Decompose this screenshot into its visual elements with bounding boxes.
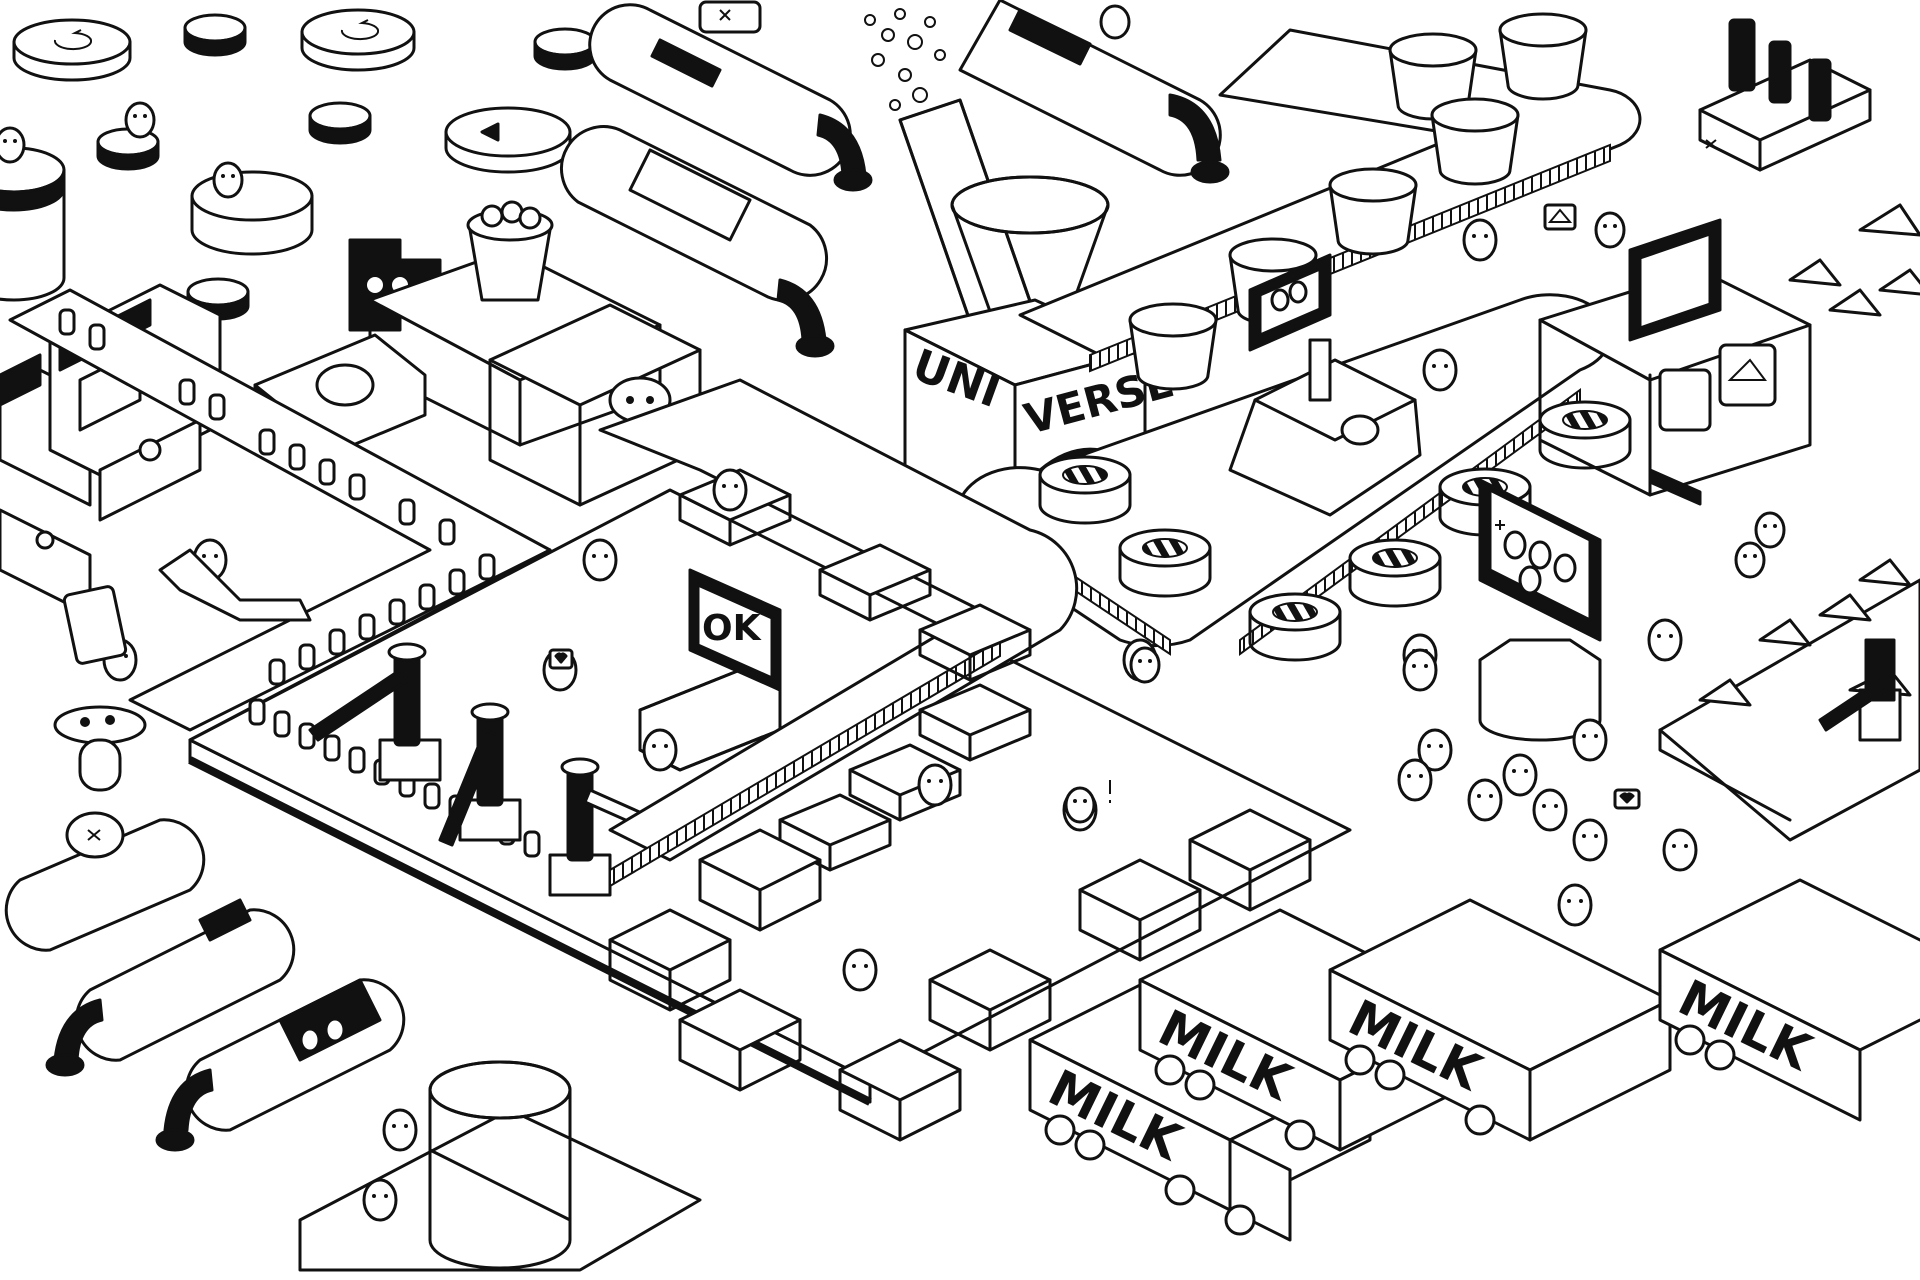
puck-rotate-1[interactable]	[12, 18, 132, 82]
egg-character[interactable]	[382, 1108, 418, 1152]
empty-boxes	[678, 468, 1032, 872]
egg-character[interactable]	[1462, 218, 1498, 262]
left-cylinder[interactable]	[0, 146, 66, 302]
bubble-particles	[864, 8, 946, 111]
robot-arm-2[interactable]	[438, 702, 522, 847]
bubble-funnel[interactable]	[950, 175, 1110, 347]
egg-press-machine[interactable]	[1228, 253, 1422, 517]
crate[interactable]	[838, 1038, 962, 1142]
milk-truck-4[interactable]: MILK	[1658, 878, 1920, 1122]
puck-small-2[interactable]	[533, 27, 597, 71]
egg-character[interactable]	[0, 126, 26, 164]
egg-character[interactable]	[1502, 753, 1538, 797]
crate[interactable]	[928, 948, 1052, 1052]
crate[interactable]	[1188, 808, 1312, 912]
egg-tank-machine[interactable]	[560, 125, 835, 358]
cup[interactable]	[1430, 97, 1520, 186]
circle-arrow-icon	[340, 19, 379, 40]
bottom-tank-3[interactable]	[155, 978, 406, 1152]
heart-icon	[548, 648, 574, 670]
egg-character[interactable]	[1129, 646, 1161, 684]
ok-sign-label: OK	[702, 608, 762, 649]
egg-character[interactable]	[1422, 348, 1458, 392]
cheese-wheel[interactable]	[1248, 592, 1342, 662]
egg-character[interactable]	[1402, 648, 1438, 692]
bottle-row[interactable]	[58, 308, 456, 546]
x-mark-icon	[87, 829, 101, 841]
crate[interactable]	[678, 988, 802, 1092]
egg-character[interactable]	[1662, 828, 1698, 872]
egg-character[interactable]	[1734, 541, 1766, 579]
milk-truck-3[interactable]: MILK	[1328, 898, 1672, 1142]
crate[interactable]	[1078, 858, 1202, 962]
egg-character[interactable]	[362, 1178, 398, 1222]
popcorn-bucket[interactable]	[466, 200, 554, 302]
bottom-tank-2[interactable]	[45, 898, 296, 1077]
circle-arrow-icon	[53, 29, 92, 50]
device-card	[62, 585, 128, 665]
egg-character[interactable]	[1594, 211, 1626, 249]
egg-character[interactable]	[124, 101, 156, 139]
top-tank-machine-2[interactable]	[958, 0, 1230, 184]
x-mark-icon	[1705, 139, 1717, 149]
bottom-tank-1[interactable]	[4, 811, 206, 952]
egg-character[interactable]	[642, 728, 678, 772]
character-props	[53, 203, 1641, 810]
egg-character[interactable]	[1467, 778, 1503, 822]
box[interactable]	[918, 683, 1032, 762]
paper-scroll	[158, 548, 312, 622]
puck-play[interactable]	[444, 106, 572, 174]
egg-character[interactable]	[1572, 718, 1608, 762]
cheese-wheel[interactable]	[1348, 538, 1442, 608]
puck-rotate-2[interactable]	[300, 8, 416, 72]
box[interactable]	[918, 603, 1032, 682]
puck-small-1[interactable]	[183, 13, 247, 57]
egg-character[interactable]	[1064, 786, 1096, 824]
crate[interactable]	[698, 828, 822, 932]
control-panel-topright[interactable]	[1698, 18, 1872, 172]
egg-character[interactable]	[1532, 788, 1568, 832]
cheese-wheel[interactable]	[1538, 400, 1632, 470]
top-tank-machine-1[interactable]	[588, 0, 873, 192]
cheese-control-machine[interactable]	[1538, 218, 1812, 506]
box[interactable]	[848, 743, 962, 822]
milk-silo[interactable]	[298, 1060, 702, 1272]
crate[interactable]	[608, 908, 732, 1012]
cup[interactable]	[1498, 12, 1588, 101]
x-mark-icon	[719, 9, 731, 21]
sparkle-icon	[1495, 520, 1505, 530]
puck-small-3[interactable]	[308, 101, 372, 145]
cup[interactable]	[1328, 167, 1418, 256]
bottle-crates	[608, 808, 1312, 1142]
mushroom-hat	[53, 705, 147, 792]
egg-character[interactable]	[712, 468, 748, 512]
egg-character[interactable]	[1417, 728, 1453, 772]
egg-billboard-right[interactable]	[1478, 478, 1602, 742]
egg-character[interactable]	[1754, 511, 1786, 549]
heart-icon	[1613, 788, 1641, 810]
cup[interactable]	[1128, 302, 1218, 391]
cheese-wheels	[1038, 400, 1632, 662]
egg-character[interactable]	[1647, 618, 1683, 662]
robot-arm-1[interactable]	[308, 642, 442, 782]
egg-character[interactable]	[842, 948, 878, 992]
egg-character[interactable]	[1397, 758, 1433, 802]
bottle-row[interactable]	[268, 553, 496, 686]
cheese-wheel[interactable]	[1118, 528, 1212, 598]
egg-character[interactable]	[1557, 883, 1593, 927]
cheese-icon	[1543, 203, 1577, 231]
egg-character[interactable]	[917, 763, 953, 807]
egg-character[interactable]	[1572, 818, 1608, 862]
cheese-wheel[interactable]	[1038, 455, 1132, 525]
egg-character[interactable]	[582, 538, 618, 582]
robot-arm-right[interactable]	[1818, 638, 1902, 742]
box[interactable]	[818, 543, 932, 622]
cheese-pile-right[interactable]	[1658, 203, 1920, 842]
milk-cups-row	[1128, 12, 1588, 391]
cheese-icon	[1727, 358, 1767, 381]
play-triangle-icon	[480, 122, 500, 142]
pedestal-with-chick[interactable]	[190, 161, 314, 256]
